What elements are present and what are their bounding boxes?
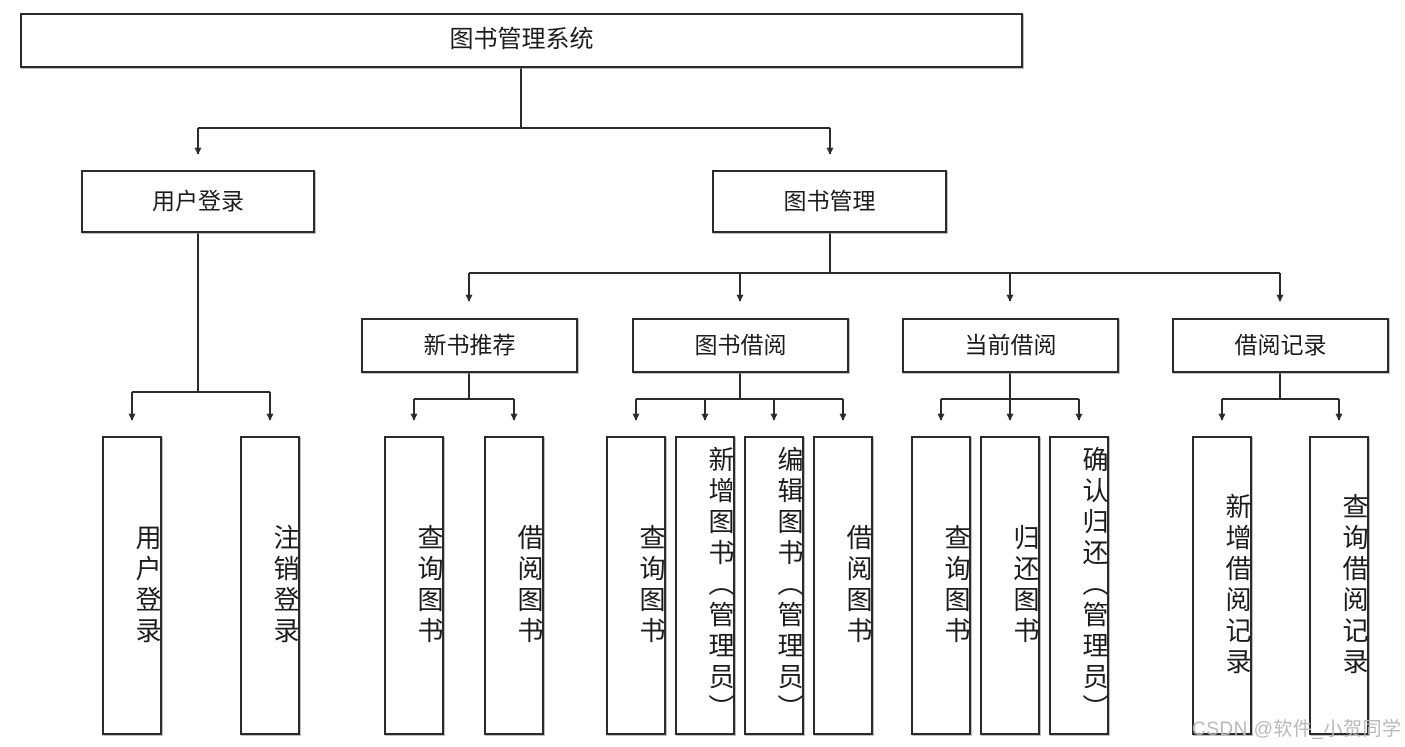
node-label: 借阅图书 (843, 523, 873, 648)
leaf-logout[interactable]: 注销登录 (240, 436, 300, 735)
node-label: 图书借阅 (694, 331, 787, 358)
leaf-add-book-admin[interactable]: 新增图书（管理员） (675, 436, 735, 735)
leaf-query-book-current[interactable]: 查询图书 (911, 436, 971, 735)
leaf-query-book-recommend[interactable]: 查询图书 (384, 436, 444, 735)
node-label: 注销登录 (270, 523, 300, 648)
leaf-confirm-return-admin[interactable]: 确认归还（管理员） (1049, 436, 1109, 735)
leaf-query-borrow-record[interactable]: 查询借阅记录 (1309, 436, 1369, 735)
node-label: 新增借阅记录 (1222, 492, 1252, 679)
node-book-borrow[interactable]: 图书借阅 (632, 318, 849, 373)
node-label: 查询图书 (636, 523, 666, 648)
node-label: 查询图书 (941, 523, 971, 648)
leaf-borrow-book[interactable]: 借阅图书 (813, 436, 873, 735)
node-root[interactable]: 图书管理系统 (20, 13, 1023, 68)
leaf-query-book-borrow[interactable]: 查询图书 (606, 436, 666, 735)
node-label: 新书推荐 (423, 331, 516, 358)
node-label: 编辑图书（管理员） (774, 446, 804, 725)
node-label: 图书管理 (783, 187, 876, 214)
node-label: 新增图书（管理员） (705, 446, 735, 725)
node-book-management[interactable]: 图书管理 (712, 170, 947, 233)
leaf-user-login[interactable]: 用户登录 (102, 436, 162, 735)
node-user-login[interactable]: 用户登录 (81, 170, 315, 233)
node-label: 当前借阅 (964, 331, 1057, 358)
node-label: 借阅记录 (1234, 331, 1327, 358)
node-label: 归还图书 (1010, 523, 1040, 648)
node-label: 用户登录 (152, 187, 244, 214)
node-label: 查询借阅记录 (1339, 492, 1369, 679)
leaf-return-book[interactable]: 归还图书 (980, 436, 1040, 735)
node-current-borrow[interactable]: 当前借阅 (902, 318, 1119, 373)
node-label: 用户登录 (132, 523, 162, 648)
leaf-borrow-book-recommend[interactable]: 借阅图书 (484, 436, 544, 735)
node-borrow-record[interactable]: 借阅记录 (1172, 318, 1389, 373)
node-label: 图书管理系统 (449, 26, 594, 54)
node-label: 查询图书 (414, 523, 444, 648)
watermark: CSDN @软件_小贺同学 (1192, 719, 1402, 740)
node-label: 借阅图书 (514, 523, 544, 648)
node-new-book-recommend[interactable]: 新书推荐 (361, 318, 578, 373)
leaf-edit-book-admin[interactable]: 编辑图书（管理员） (744, 436, 804, 735)
node-label: 确认归还（管理员） (1079, 446, 1109, 725)
leaf-add-borrow-record[interactable]: 新增借阅记录 (1192, 436, 1252, 735)
